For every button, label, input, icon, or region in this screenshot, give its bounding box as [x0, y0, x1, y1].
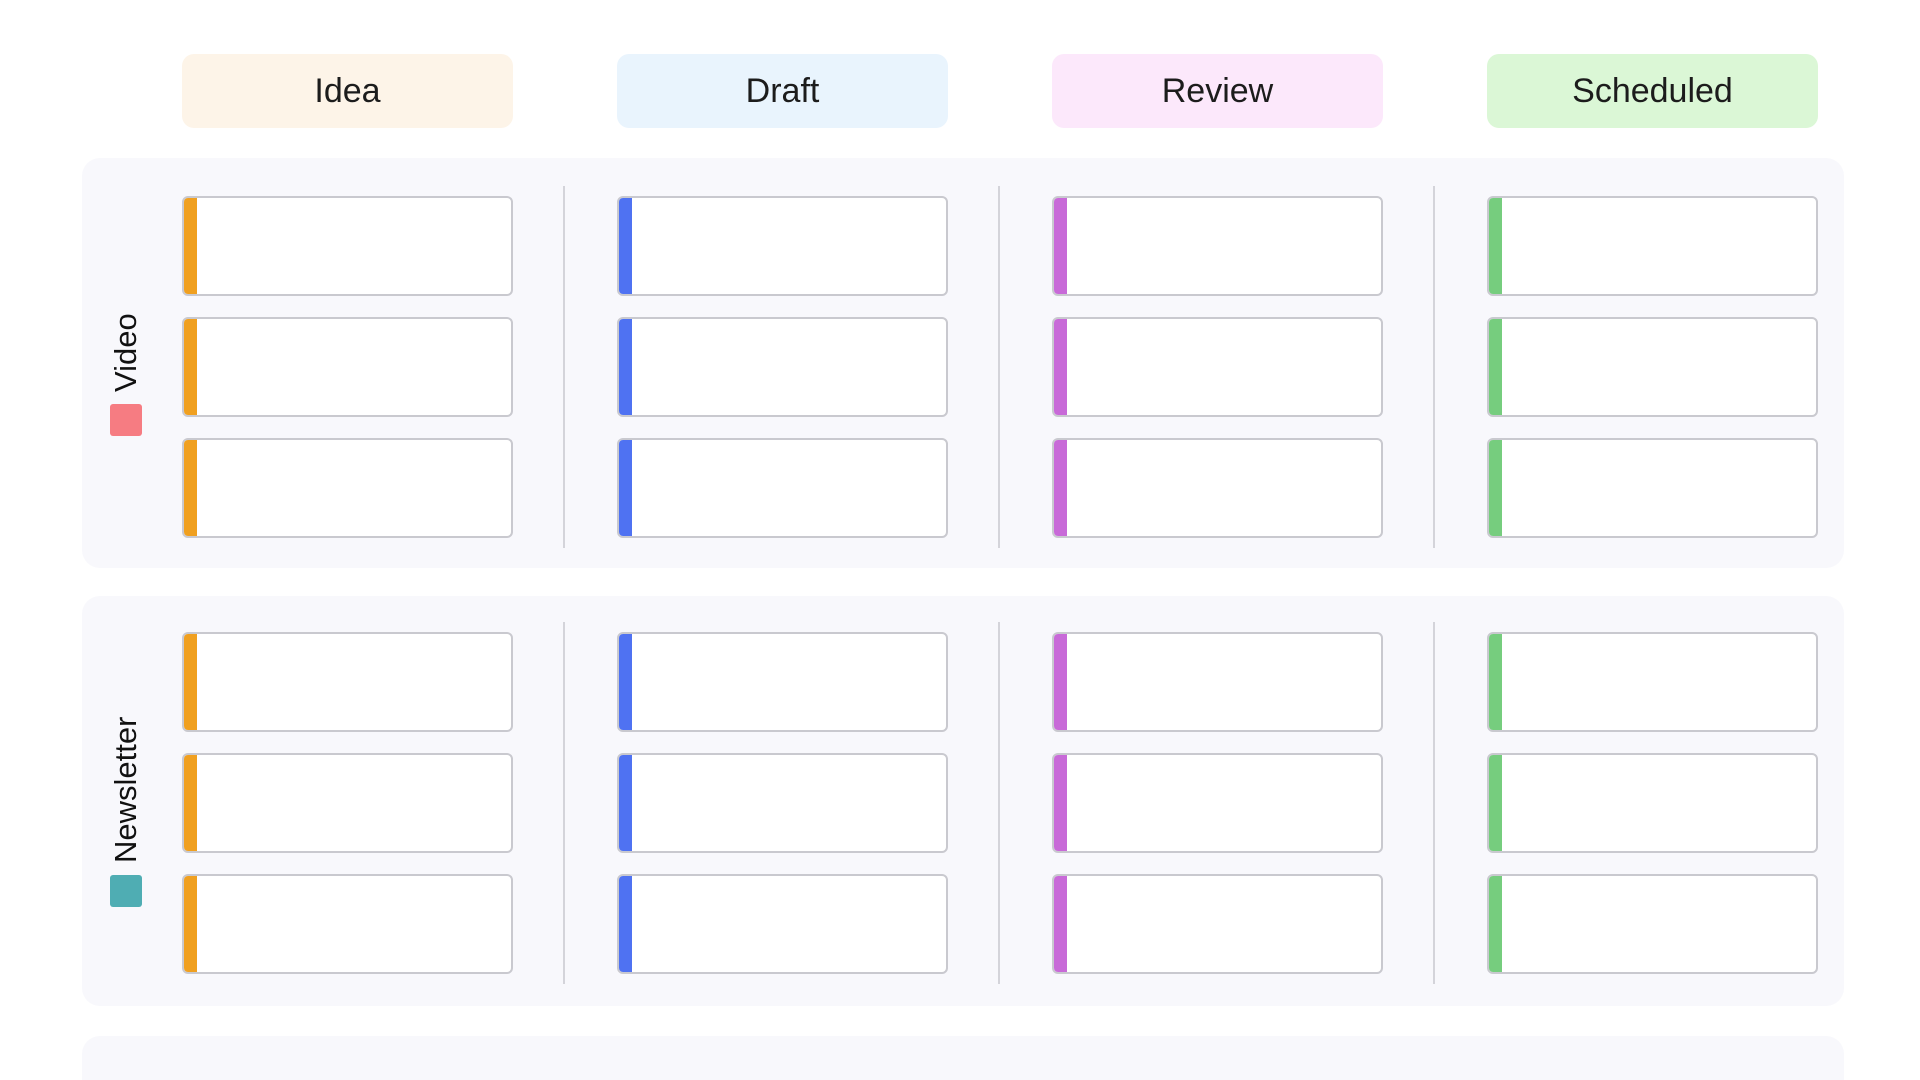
swimlane-name: Video [108, 313, 143, 392]
card-status-accent [619, 319, 632, 415]
task-card[interactable] [1487, 196, 1818, 296]
task-card[interactable] [617, 753, 948, 853]
card-status-accent [1489, 198, 1502, 294]
task-card[interactable] [182, 632, 513, 732]
column-header-label: Review [1161, 71, 1274, 110]
column-header-idea[interactable]: Idea [182, 54, 513, 128]
task-card[interactable] [1487, 632, 1818, 732]
task-card[interactable] [1052, 632, 1383, 732]
task-card[interactable] [1487, 753, 1818, 853]
task-card[interactable] [1487, 874, 1818, 974]
column-header-label: Draft [745, 71, 820, 110]
column-divider [1433, 186, 1435, 548]
column-divider [998, 186, 1000, 548]
task-card[interactable] [182, 438, 513, 538]
card-status-accent [619, 440, 632, 536]
column-divider [563, 622, 565, 984]
task-card[interactable] [1487, 317, 1818, 417]
swimlane-partial [82, 1036, 1844, 1080]
card-status-accent [1054, 876, 1067, 972]
task-card[interactable] [617, 874, 948, 974]
card-status-accent [1489, 319, 1502, 415]
card-status-accent [619, 198, 632, 294]
task-card[interactable] [1052, 874, 1383, 974]
column-divider [563, 186, 565, 548]
card-status-accent [619, 876, 632, 972]
card-status-accent [1054, 440, 1067, 536]
swimlane-label-video[interactable]: Video [108, 313, 144, 436]
task-card[interactable] [1052, 753, 1383, 853]
task-card[interactable] [617, 196, 948, 296]
column-divider [1433, 622, 1435, 984]
task-card[interactable] [182, 753, 513, 853]
card-status-accent [619, 755, 632, 851]
swimlane-color-swatch [110, 404, 142, 436]
task-card[interactable] [617, 632, 948, 732]
card-status-accent [184, 440, 197, 536]
column-header-review[interactable]: Review [1052, 54, 1383, 128]
task-card[interactable] [1052, 196, 1383, 296]
swimlane-color-swatch [110, 875, 142, 907]
swimlane-label-newsletter[interactable]: Newsletter [108, 717, 144, 907]
column-header-label: Scheduled [1572, 71, 1733, 110]
card-status-accent [1054, 755, 1067, 851]
task-card[interactable] [617, 438, 948, 538]
card-status-accent [1489, 634, 1502, 730]
card-status-accent [184, 634, 197, 730]
card-status-accent [184, 319, 197, 415]
task-card[interactable] [617, 317, 948, 417]
card-status-accent [1054, 319, 1067, 415]
swimlane-name: Newsletter [108, 716, 143, 863]
card-status-accent [1054, 634, 1067, 730]
card-status-accent [1489, 876, 1502, 972]
task-card[interactable] [182, 196, 513, 296]
card-status-accent [1054, 198, 1067, 294]
card-status-accent [184, 755, 197, 851]
column-header-label: Idea [314, 71, 381, 110]
column-divider [998, 622, 1000, 984]
task-card[interactable] [182, 874, 513, 974]
task-card[interactable] [1052, 438, 1383, 538]
card-status-accent [184, 876, 197, 972]
card-status-accent [1489, 440, 1502, 536]
card-status-accent [184, 198, 197, 294]
task-card[interactable] [182, 317, 513, 417]
task-card[interactable] [1487, 438, 1818, 538]
column-header-draft[interactable]: Draft [617, 54, 948, 128]
task-card[interactable] [1052, 317, 1383, 417]
card-status-accent [619, 634, 632, 730]
card-status-accent [1489, 755, 1502, 851]
column-header-scheduled[interactable]: Scheduled [1487, 54, 1818, 128]
